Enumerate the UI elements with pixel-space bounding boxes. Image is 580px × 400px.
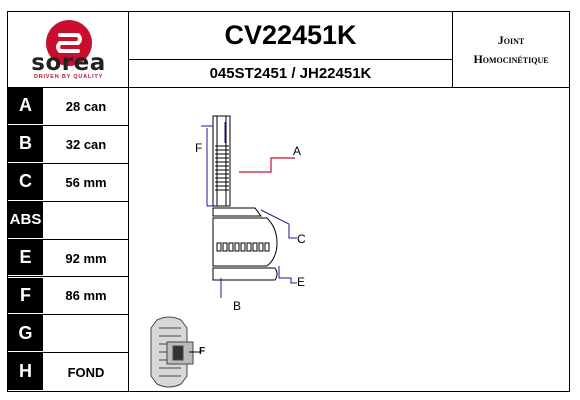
spec-value: 86 mm: [65, 288, 107, 304]
spec-value: [43, 315, 129, 352]
spec-value: 32 can: [65, 136, 107, 152]
cross-references: 045ST2451 / JH22451K: [129, 60, 453, 88]
product-type-line-1: Joint: [497, 33, 525, 47]
brand-name: sorea: [31, 50, 106, 76]
spec-letter: B: [8, 125, 43, 163]
leader-a: [239, 157, 295, 173]
brand-logo: sorea DRIVEN BY QUALITY: [8, 12, 129, 88]
joint-technical-drawing: A F C E B F: [129, 88, 569, 391]
label-a: A: [293, 144, 301, 158]
spec-table: A 28 can B 32 can C 56 mm ABS E 92 mm F …: [8, 88, 129, 392]
brand-tagline: DRIVEN BY QUALITY: [33, 74, 104, 80]
spec-row-abs: ABS: [8, 201, 129, 240]
product-type: Joint Homocinétique: [453, 12, 569, 88]
spec-letter: H: [8, 353, 43, 392]
spec-row-h: H FOND: [8, 353, 129, 392]
product-type-line-2: Homocinétique: [473, 52, 549, 66]
label-b: B: [233, 299, 241, 313]
label-e: E: [297, 275, 305, 289]
spec-value: FOND: [67, 364, 105, 380]
spec-letter: ABS: [8, 201, 43, 239]
spec-letter: A: [8, 88, 43, 125]
spec-row-b: B 32 can: [8, 125, 129, 164]
label-f-small: F: [199, 346, 205, 357]
logo-mark-icon: [46, 20, 92, 66]
shaft-drawing: [212, 115, 278, 281]
spec-value: 28 can: [65, 98, 107, 114]
spec-row-a: A 28 can: [8, 88, 129, 126]
product-sheet: sorea DRIVEN BY QUALITY CV22451K 045ST24…: [7, 11, 570, 392]
spec-letter: E: [8, 239, 43, 277]
spec-letter: G: [8, 315, 43, 353]
boot-illustration: [150, 316, 201, 388]
spec-value: 92 mm: [65, 250, 107, 266]
dimension-lines: [201, 122, 297, 298]
abs-ring-drawing: [216, 242, 270, 252]
spec-value: [43, 202, 129, 239]
spec-row-g: G: [8, 315, 129, 354]
label-c: C: [297, 232, 306, 246]
spec-row-f: F 86 mm: [8, 277, 129, 316]
spec-letter: F: [8, 277, 43, 315]
spec-row-c: C 56 mm: [8, 163, 129, 202]
spec-value: 56 mm: [65, 174, 107, 190]
spec-row-e: E 92 mm: [8, 239, 129, 278]
label-f: F: [195, 141, 202, 155]
spec-letter: C: [8, 163, 43, 201]
product-code: CV22451K: [129, 12, 453, 60]
